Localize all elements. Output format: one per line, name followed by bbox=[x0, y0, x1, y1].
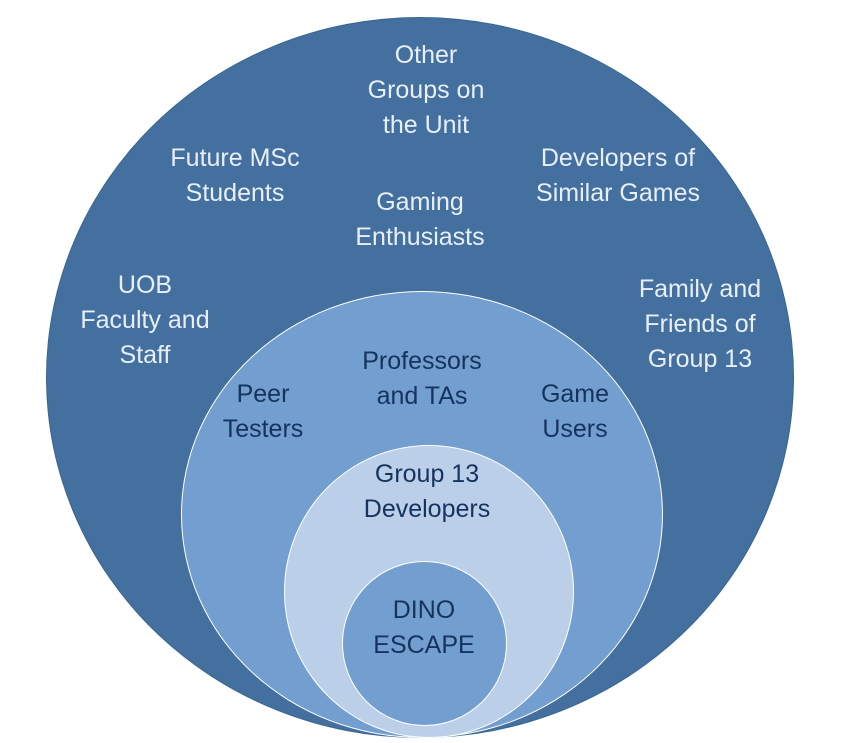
core-circle bbox=[342, 561, 507, 726]
label-future-msc-students: Future MSc Students bbox=[170, 144, 300, 207]
label-gaming-enthusiasts: Gaming Enthusiasts bbox=[355, 188, 485, 251]
label-group13-developers: Group 13 Developers bbox=[363, 460, 491, 523]
label-professors-tas: Professors and TAs bbox=[362, 347, 482, 410]
label-developers-similar-games: Developers of Similar Games bbox=[536, 144, 700, 207]
label-uob-faculty-staff: UOB Faculty and Staff bbox=[80, 271, 210, 369]
label-dino-escape: DINO ESCAPE bbox=[373, 596, 475, 659]
label-family-friends: Family and Friends of Group 13 bbox=[638, 275, 762, 373]
label-peer-testers: Peer Testers bbox=[222, 380, 304, 443]
label-game-users: Game Users bbox=[540, 380, 610, 443]
label-other-groups: Other Groups on the Unit bbox=[367, 41, 485, 139]
